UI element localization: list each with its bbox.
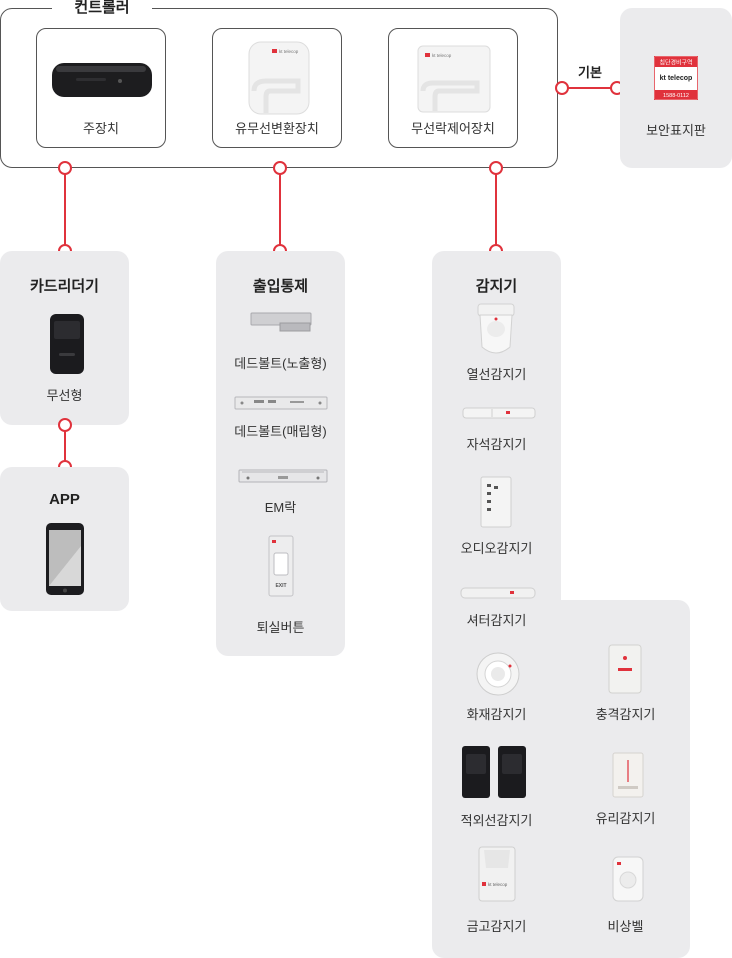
converter-brand: kt telecop: [279, 49, 299, 54]
infrared-sensor-image: [462, 746, 526, 798]
deadbolt-flush-image: [234, 396, 328, 410]
app-connector-dot-top: [58, 418, 72, 432]
card-reader-title: 카드리더기: [29, 278, 99, 295]
safe-sensor-brand: kt telecop: [488, 882, 508, 887]
card-reader-item-label: 무선형: [46, 388, 83, 403]
card-reader-panel[interactable]: 카드리더기 무선형: [0, 251, 129, 425]
glass-sensor-label[interactable]: 유리감지기: [595, 811, 656, 826]
basic-connector-dot-left: [555, 81, 569, 95]
app-title: APP: [49, 491, 80, 508]
fire-sensor-image: [476, 652, 520, 696]
wireless-lock-controller-image: kt telecop: [417, 45, 491, 113]
deadbolt-surface-image: [250, 312, 312, 332]
safe-sensor-image: kt telecop: [478, 846, 516, 902]
converter-card[interactable]: kt telecop 유무선변환장치: [212, 28, 342, 148]
sensor-connector-dot-top: [489, 161, 503, 175]
exit-text: EXIT: [275, 583, 286, 589]
magnet-sensor-image: [462, 407, 536, 419]
audio-sensor-label[interactable]: 오디오감지기: [460, 541, 533, 556]
sign-top-text: 침단경비구역: [659, 59, 692, 67]
basic-label: 기본: [578, 65, 602, 80]
sign-brand-text: kt telecop: [660, 75, 693, 82]
access-control-title: 출입통제: [252, 278, 309, 295]
converter-image: kt telecop: [248, 41, 310, 115]
app-connector-line: [64, 425, 66, 467]
emergency-bell-label[interactable]: 비상벨: [607, 919, 644, 934]
pir-sensor-label[interactable]: 열선감지기: [466, 367, 527, 382]
card-reader-connector-line: [64, 168, 66, 252]
sign-phone-text: 1588-0112: [663, 93, 689, 99]
main-unit-card[interactable]: 주장치: [36, 28, 166, 148]
magnet-sensor-label[interactable]: 자석감지기: [466, 437, 527, 452]
sensor-connector-line: [495, 168, 497, 252]
fire-sensor-label[interactable]: 화재감지기: [466, 707, 527, 722]
security-sign-image: 침단경비구역 kt telecop 1588-0112: [654, 56, 698, 100]
lock-controller-brand: kt telecop: [432, 53, 452, 58]
exit-button-image: EXIT: [268, 535, 294, 597]
main-unit-label: 주장치: [83, 121, 119, 136]
em-lock-label[interactable]: EM락: [264, 500, 297, 515]
audio-sensor-image: [480, 476, 512, 528]
card-reader-image: [50, 314, 84, 374]
main-unit-image: [52, 63, 152, 97]
shock-sensor-image: [608, 644, 642, 694]
shutter-sensor-label[interactable]: 셔터감지기: [466, 613, 527, 628]
safe-sensor-label[interactable]: 금고감지기: [466, 919, 527, 934]
infrared-sensor-label[interactable]: 적외선감지기: [460, 813, 533, 828]
app-panel[interactable]: APP: [0, 467, 129, 611]
deadbolt-flush-label[interactable]: 데드볼트(매립형): [234, 424, 327, 439]
sensor-title: 감지기: [475, 278, 518, 295]
deadbolt-surface-label[interactable]: 데드볼트(노출형): [234, 356, 327, 371]
em-lock-image: [238, 469, 328, 483]
glass-sensor-image: [612, 752, 644, 798]
security-sign-panel[interactable]: 침단경비구역 kt telecop 1588-0112 보안표지판: [620, 8, 732, 168]
wireless-lock-controller-card[interactable]: kt telecop 무선락제어장치: [388, 28, 518, 148]
shock-sensor-label[interactable]: 충격감지기: [595, 707, 656, 722]
wireless-lock-controller-label: 무선락제어장치: [411, 121, 495, 136]
smartphone-image: [46, 523, 84, 595]
card-reader-connector-dot-top: [58, 161, 72, 175]
exit-button-label[interactable]: 퇴실버튼: [256, 620, 305, 635]
security-sign-label: 보안표지판: [646, 123, 706, 138]
access-connector-line: [279, 168, 281, 252]
shutter-sensor-image: [460, 587, 536, 599]
emergency-bell-image: [612, 856, 644, 902]
access-connector-dot-top: [273, 161, 287, 175]
basic-connector-line: [567, 87, 617, 89]
pir-sensor-image: [477, 303, 515, 354]
controller-title: 컨트롤러: [52, 0, 152, 18]
access-control-panel: 출입통제 데드볼트(노출형) 데드볼트(매립형) EM락 EXIT 퇴실버튼: [216, 251, 345, 656]
converter-label: 유무선변환장치: [235, 121, 319, 136]
